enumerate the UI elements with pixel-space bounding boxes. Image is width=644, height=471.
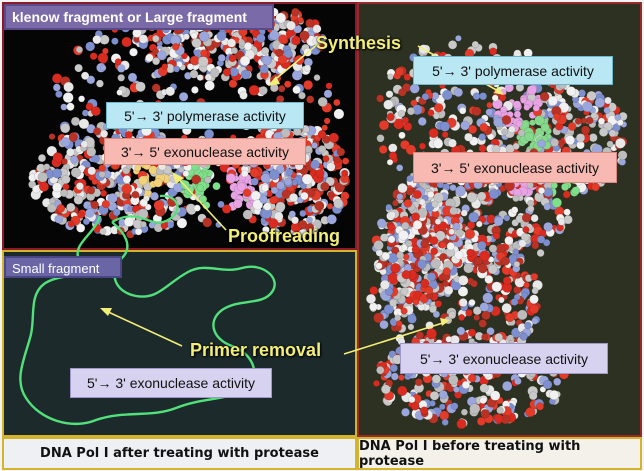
caption-before-protease: DNA Pol I before treating with protease: [357, 437, 642, 470]
small-fragment-title: Small fragment: [4, 256, 122, 278]
primer-removal-label: Primer removal: [190, 340, 322, 360]
left-5-3-exonuclease-label: 5'→ 3' exonuclease activity: [70, 368, 272, 398]
synthesis-arrowhead-right: [494, 86, 504, 95]
small-fragment-backbone-loop: [111, 194, 179, 224]
right-5-3-exonuclease-label: 5'→ 3' exonuclease activity: [400, 343, 608, 374]
primer-removal-arrowhead-left: [100, 308, 112, 316]
large-fragment-title: klenow fragment or Large fragment: [4, 4, 274, 30]
primer-removal-arrow-left: [103, 309, 183, 347]
proofreading-label: Proofreading: [228, 226, 341, 246]
large-fragment-molecule: [28, 4, 351, 239]
right-3-5-exonuclease-label: 3'→ 5' exonuclease activity: [413, 152, 617, 183]
right-polymerase-activity-label: 5'→ 3' polymerase activity: [413, 56, 613, 85]
proofreading-arrow: [175, 175, 227, 231]
proofreading-arrowhead: [172, 172, 184, 184]
synthesis-arrowhead: [268, 76, 280, 86]
left-3-5-exonuclease-label: 3'→ 5' exonuclease activity: [104, 138, 306, 165]
left-polymerase-activity-label: 5'→ 3' polymerase activity: [106, 102, 304, 129]
primer-removal-arrow-right: [343, 321, 447, 355]
primer-removal-arrowhead-right: [440, 318, 450, 326]
caption-after-protease: DNA Pol I after treating with protease: [2, 437, 357, 470]
synthesis-label: Synthesis: [316, 33, 402, 53]
synthesis-arrow: [271, 43, 319, 83]
